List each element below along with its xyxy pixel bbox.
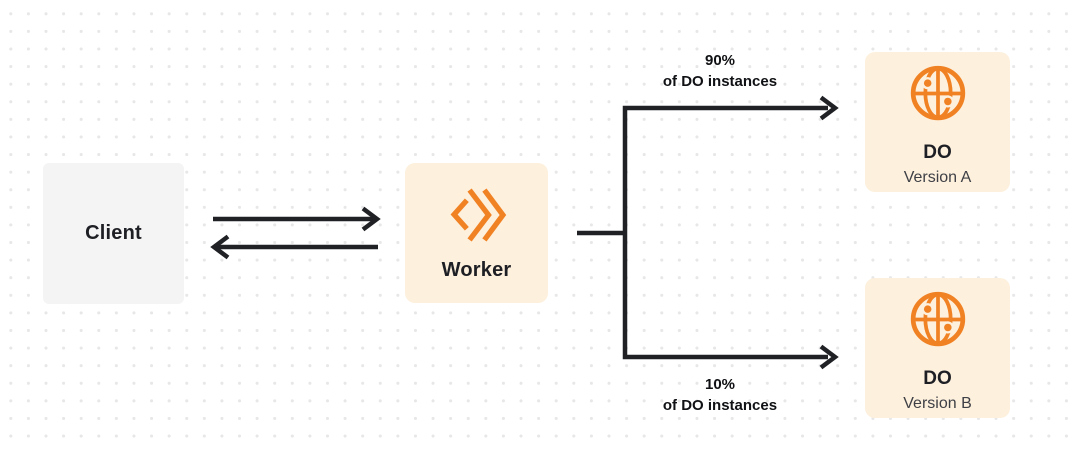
worker-label: Worker <box>441 258 512 281</box>
do-version-a-node: DO Version A <box>865 52 1010 192</box>
route-a-percent: 90% <box>704 52 736 69</box>
cloudflare-workers-icon <box>446 185 508 245</box>
client-to-worker-arrow <box>213 206 381 232</box>
arrowhead-to-do-b <box>819 344 839 370</box>
do-a-subtitle: Version A <box>903 168 972 186</box>
route-b-traffic-label: 10% of DO instances <box>610 374 830 416</box>
worker-node: Worker <box>405 163 548 303</box>
fork-bracket <box>622 95 839 370</box>
route-a-caption: of DO instances <box>662 73 778 90</box>
globe-icon <box>908 289 968 349</box>
do-version-b-node: DO Version B <box>865 278 1010 418</box>
route-b-caption: of DO instances <box>662 397 778 414</box>
route-b-percent: 10% <box>704 376 736 393</box>
client-node: Client <box>43 163 184 304</box>
route-a-traffic-label: 90% of DO instances <box>610 50 830 92</box>
do-b-title: DO <box>923 367 952 389</box>
arrowhead-to-do-a <box>819 95 839 121</box>
client-label: Client <box>85 222 142 244</box>
globe-icon <box>908 63 968 123</box>
worker-to-client-arrow <box>210 234 378 260</box>
do-a-title: DO <box>923 141 952 163</box>
do-b-subtitle: Version B <box>903 394 972 412</box>
